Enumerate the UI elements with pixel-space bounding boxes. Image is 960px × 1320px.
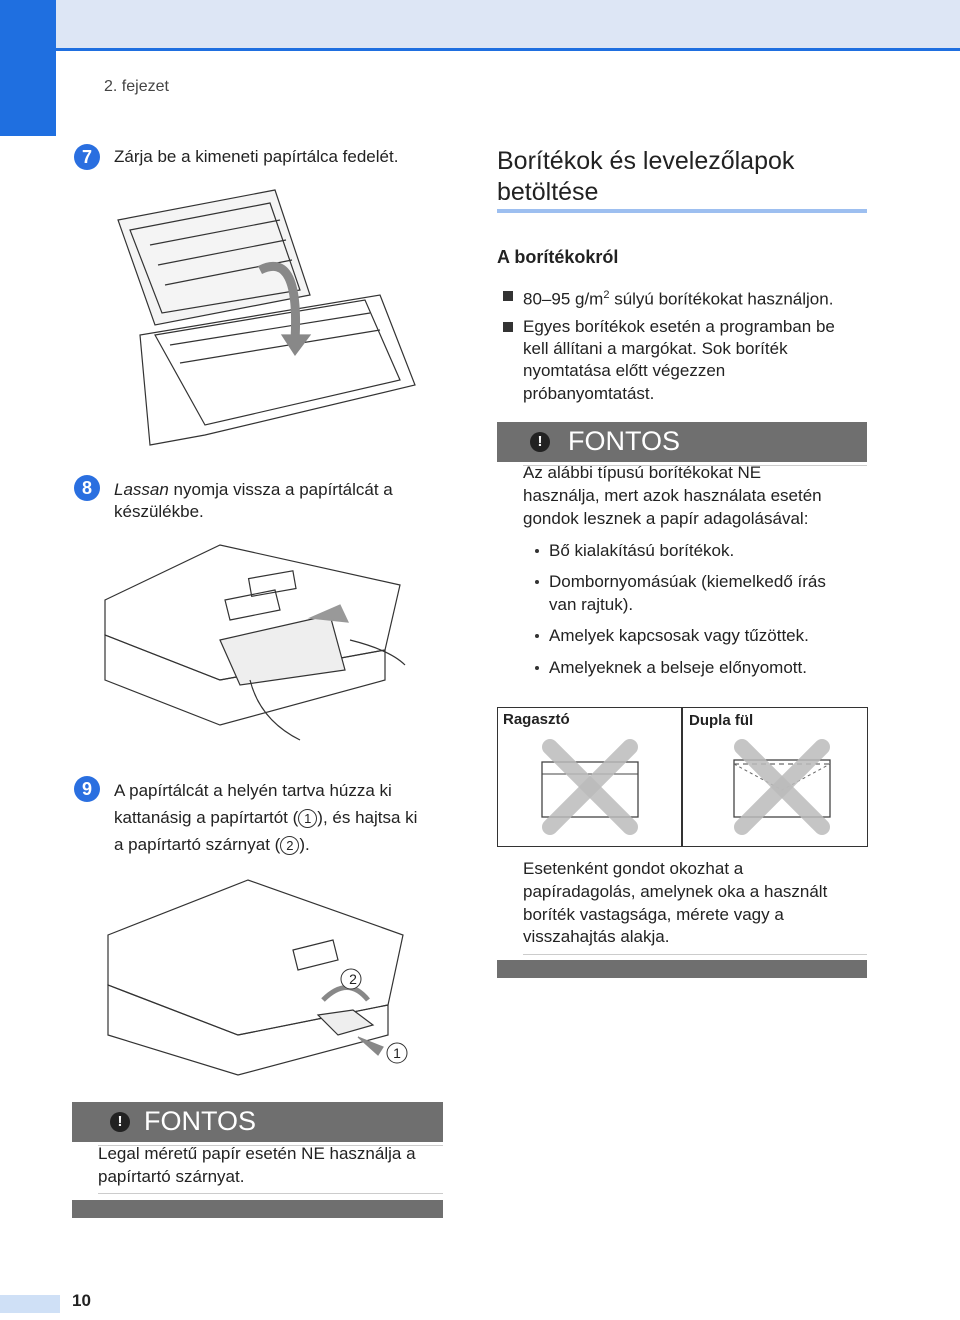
step-9-line2-a: kattanásig a papírtartót ( (114, 808, 299, 827)
bullet-2-line-1: Egyes borítékok esetén a programban be (523, 317, 835, 336)
section-title-line2: betöltése (497, 178, 599, 206)
table-header-ragaszto: Ragasztó (503, 711, 570, 728)
bullet-2-line-3: nyomtatása előtt végezzen (523, 361, 726, 380)
step-8-text-rest: nyomja vissza a papírtálcát a (168, 480, 393, 499)
step-8-text-line2: készülékbe. (114, 502, 204, 521)
header-band (0, 0, 960, 50)
section-title-rule (497, 209, 867, 213)
printer-paper-support-illustration (107, 879, 408, 1076)
warning-icon: ! (110, 1112, 130, 1132)
chapter-label: 2. fejezet (104, 78, 169, 95)
step-8-text: Lassan nyomja vissza a papírtálcát a (114, 477, 393, 503)
chapter-tab (0, 0, 56, 136)
step-number-9: 9 (74, 776, 100, 802)
left-warning-text-1: Legal méretű papír esetén NE használja a (98, 1144, 416, 1163)
bullet-1: 80–95 g/m2 súlyú borítékokat használjon. (523, 284, 833, 311)
right-warning-header (497, 422, 867, 462)
bullet-square-2 (503, 322, 513, 332)
page-number: 10 (72, 1291, 91, 1310)
left-warning-end-bar (72, 1200, 443, 1218)
right-warning-intro-2: használja, mert azok használata esetén (523, 486, 822, 505)
step-9-line2-b: ), és hajtsa ki (317, 808, 418, 827)
header-rule (0, 48, 960, 51)
right-warning-title: FONTOS (568, 426, 681, 456)
left-warning-text-2: papírtartó szárnyat. (98, 1167, 245, 1186)
list-item-2-line-2: van rajtuk). (549, 595, 634, 614)
step-9-line3-a: a papírtartó szárnyat ( (114, 835, 281, 854)
list-item-2-line-1: Dombornyomásúak (kiemelkedő írás (549, 572, 826, 591)
note-line-2: papíradagolás, amelynek oka a használt (523, 882, 828, 901)
note-line-4: visszahajtás alakja. (523, 927, 670, 946)
section-title: Borítékok és levelezőlapok betöltése (497, 146, 867, 208)
section-title-line1: Borítékok és levelezőlapok (497, 147, 795, 175)
callout-2: 2 (349, 971, 357, 987)
list-dot-1 (535, 549, 539, 553)
bullet-1-a: 80–95 g/m (523, 289, 604, 309)
right-warning-intro-3: gondok lesznek a papír adagolásával: (523, 509, 809, 528)
step-7-text: Zárja be a kimeneti papírtálca fedelét. (114, 147, 399, 166)
bullet-1-sup: 2 (603, 289, 610, 301)
list-item-3: Amelyek kapcsosak vagy tűzöttek. (549, 626, 809, 645)
left-warning-divider (98, 1145, 443, 1146)
step-number-8: 8 (74, 475, 100, 501)
envelope-table (497, 707, 868, 847)
callout-1: 1 (393, 1045, 401, 1061)
list-item-4: Amelyeknek a belseje előnyomott. (549, 658, 807, 677)
printer-insert-tray-illustration (104, 544, 406, 741)
bullet-2-line-4: próbanyomtatást. (523, 384, 655, 403)
bullet-1-b: súlyú borítékokat használjon. (609, 289, 834, 309)
list-dot-3 (535, 634, 539, 638)
right-warning-end-bar (497, 960, 867, 978)
list-item-1: Bő kialakítású borítékok. (549, 541, 735, 560)
note-line-1: Esetenként gondot okozhat a (523, 859, 744, 878)
table-header-dupla-ful: Dupla fül (689, 712, 754, 729)
step-9-line2: kattanásig a papírtartót (1), és hajtsa … (114, 805, 417, 831)
note-line-3: boríték vastagsága, mérete vagy a (523, 905, 784, 924)
callout-1-inline: 1 (298, 809, 318, 828)
step-9-line3: a papírtartó szárnyat (2). (114, 832, 310, 858)
callout-2-inline: 2 (280, 836, 300, 855)
step-8-emphasis: Lassan (114, 480, 169, 499)
warning-icon: ! (530, 432, 550, 452)
left-warning-title: FONTOS (144, 1106, 257, 1136)
glued-envelope-crossed-icon (541, 739, 639, 835)
list-dot-2 (535, 580, 539, 584)
left-warning-header (72, 1102, 443, 1142)
table-column-divider (681, 708, 683, 846)
right-warning-divider-bottom (523, 954, 867, 955)
paper-tray-illustration (117, 189, 416, 446)
double-flap-envelope-crossed-icon (733, 739, 831, 835)
list-dot-4 (535, 666, 539, 670)
right-warning-divider (523, 465, 867, 466)
step-9-line3-b: ). (299, 835, 310, 854)
step-number-7: 7 (74, 144, 100, 170)
subsection-title: A borítékokról (497, 247, 619, 267)
right-warning-intro-1: Az alábbi típusú borítékokat NE (523, 463, 762, 482)
bullet-square-1 (503, 291, 513, 301)
step-9-line1: A papírtálcát a helyén tartva húzza ki (114, 781, 392, 800)
bullet-2-line-2: kell állítani a margókat. Sok boríték (523, 339, 788, 358)
page-number-band (0, 1295, 60, 1313)
left-warning-divider-bottom (98, 1193, 443, 1194)
